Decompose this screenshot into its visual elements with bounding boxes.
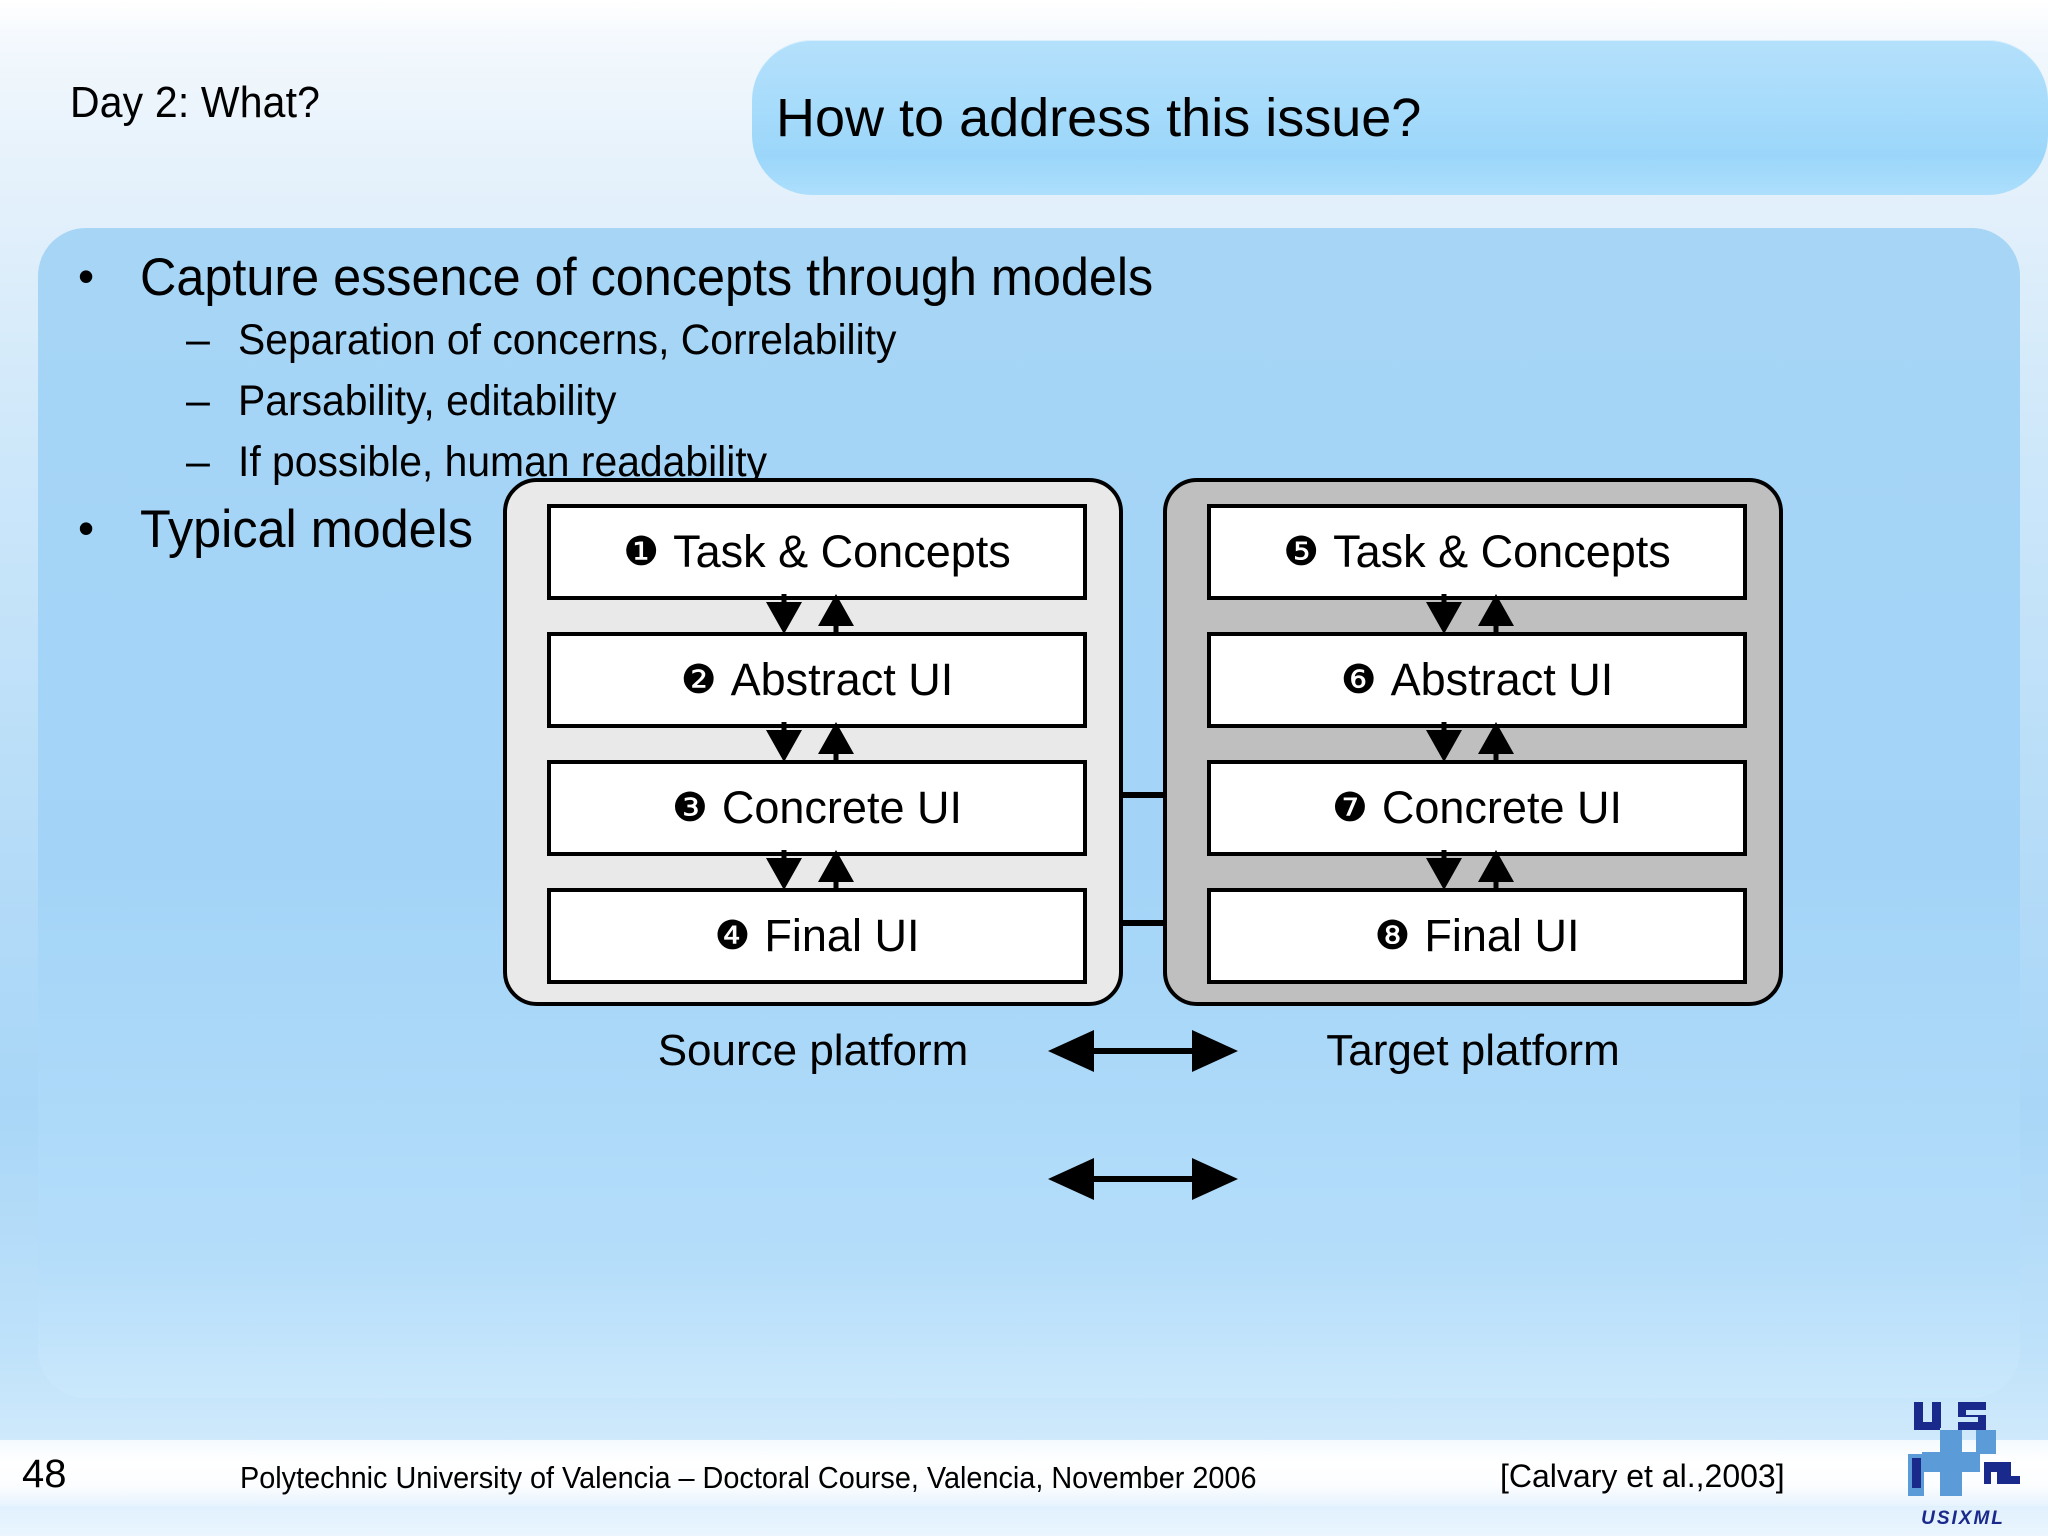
usixml-logo-caption: USIXML xyxy=(1921,1508,2005,1529)
vertical-arrows-concrete-final-target xyxy=(1426,850,1514,890)
bullet-marker: • xyxy=(78,501,95,554)
model-box-final-target[interactable]: ❽ Final UI xyxy=(1207,888,1747,984)
badge-number: ❼ xyxy=(1332,786,1368,830)
usixml-mark-icon xyxy=(1908,1402,2020,1496)
vertical-arrows-abstract-concrete-source xyxy=(766,722,854,762)
bullet-item: • Capture essence of concepts through mo… xyxy=(78,248,1278,307)
usixml-logo: USIXML xyxy=(1900,1400,2026,1530)
page-number: 48 xyxy=(22,1452,67,1496)
footer-band xyxy=(0,1440,2048,1506)
model-box-abstract-source[interactable]: ❷ Abstract UI xyxy=(547,632,1087,728)
horizontal-arrow-final xyxy=(1048,1158,1238,1200)
footer-course-line: Polytechnic University of Valencia – Doc… xyxy=(240,1460,1257,1495)
bullet-text: Parsability, editability xyxy=(238,377,617,426)
badge-number: ❺ xyxy=(1283,530,1320,574)
badge-number: ❻ xyxy=(1340,658,1377,702)
bullet-item: – If possible, human readability xyxy=(78,440,1278,485)
content-panel: • Capture essence of concepts through mo… xyxy=(38,228,2020,1398)
bullet-text: If possible, human readability xyxy=(238,438,768,487)
model-box-task-target[interactable]: ❺ Task & Concepts xyxy=(1207,504,1747,600)
vertical-arrows-task-abstract-target xyxy=(1426,594,1514,634)
badge-number: ❹ xyxy=(714,914,751,958)
bullet-marker: – xyxy=(186,438,210,487)
model-box-label: Abstract UI xyxy=(730,654,954,705)
model-box-label: Final UI xyxy=(764,910,920,961)
bullet-text: Capture essence of concepts through mode… xyxy=(140,248,1154,307)
bullet-list: • Capture essence of concepts through mo… xyxy=(78,248,1278,570)
model-box-final-source[interactable]: ❹ Final UI xyxy=(547,888,1087,984)
model-box-label: Abstract UI xyxy=(1390,654,1614,705)
bullet-marker: – xyxy=(186,377,210,426)
bullet-item: – Parsability, editability xyxy=(78,379,1278,424)
model-box-label: Concrete UI xyxy=(1381,782,1622,833)
model-box-concrete-target[interactable]: ❼ Concrete UI xyxy=(1207,760,1747,856)
badge-number: ❽ xyxy=(1374,914,1411,958)
source-platform-container: ❶ Task & Concepts ❷ Abstract UI xyxy=(503,478,1123,1006)
target-platform-label: Target platform xyxy=(1326,1026,1620,1075)
model-box-label: Task & Concepts xyxy=(673,526,1011,577)
title-banner: How to address this issue? xyxy=(752,40,2048,195)
source-platform-label: Source platform xyxy=(657,1026,969,1075)
model-box-concrete-source[interactable]: ❸ Concrete UI xyxy=(547,760,1087,856)
badge-number: ❶ xyxy=(623,530,660,574)
badge-number: ❸ xyxy=(672,786,708,830)
model-box-task-source[interactable]: ❶ Task & Concepts xyxy=(547,504,1087,600)
horizontal-arrow-concrete xyxy=(1048,1030,1238,1072)
vertical-arrows-concrete-final-source xyxy=(766,850,854,890)
bullet-text: Separation of concerns, Correlability xyxy=(238,316,897,365)
model-box-label: Task & Concepts xyxy=(1333,526,1671,577)
bullet-marker: – xyxy=(186,316,210,365)
model-transformation-diagram: ❶ Task & Concepts ❷ Abstract UI xyxy=(463,478,1783,1200)
bullet-item: – Separation of concerns, Correlability xyxy=(78,318,1278,363)
bullet-marker: • xyxy=(78,250,95,302)
page-title: How to address this issue? xyxy=(776,87,1422,148)
model-box-label: Concrete UI xyxy=(721,782,962,833)
model-box-label: Final UI xyxy=(1424,910,1580,961)
slide-kicker: Day 2: What? xyxy=(70,78,321,127)
footer-citation: [Calvary et al.,2003] xyxy=(1500,1458,1785,1494)
vertical-arrows-task-abstract-source xyxy=(766,594,854,634)
vertical-arrows-abstract-concrete-target xyxy=(1426,722,1514,762)
target-platform-container: ❺ Task & Concepts ❻ Abstract UI xyxy=(1163,478,1783,1006)
model-box-abstract-target[interactable]: ❻ Abstract UI xyxy=(1207,632,1747,728)
badge-number: ❷ xyxy=(680,658,717,702)
bullet-text: Typical models xyxy=(140,499,474,559)
bullet-item: • Typical models xyxy=(78,499,1278,559)
